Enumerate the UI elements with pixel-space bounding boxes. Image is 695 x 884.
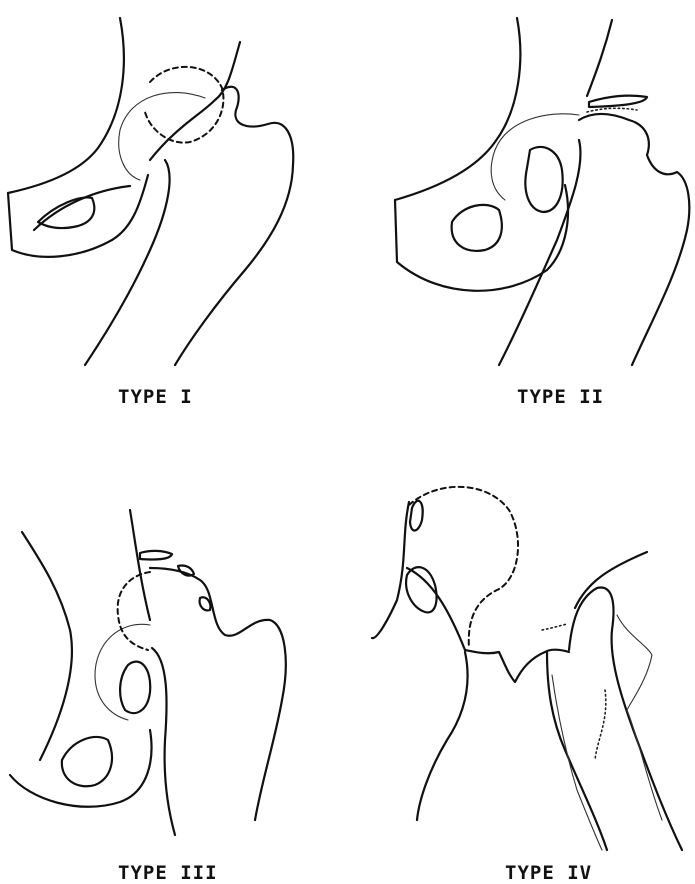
femoral-head-dashed (118, 572, 150, 650)
contralateral-femur-shadow (552, 675, 602, 850)
obturator-foramen (452, 205, 502, 251)
wall-fragment (589, 96, 647, 107)
panel-type-3: TYPE III (0, 440, 347, 883)
ilium-outline (372, 502, 409, 638)
femoral-shaft-medial (152, 648, 175, 835)
type-4-hip-drawing (347, 440, 695, 883)
femoral-neck-upper (150, 42, 240, 160)
femoral-neck-left (465, 650, 569, 682)
caption-type-4: TYPE IV (505, 862, 592, 884)
femoral-head-dashed (145, 67, 223, 143)
panel-type-2: TYPE II (347, 0, 695, 440)
femoral-shaft-left (417, 652, 468, 820)
fracture-line-dotted (542, 624, 567, 630)
shaft-dotted-line (595, 690, 606, 760)
wall-fragment-3 (200, 597, 211, 610)
ilium-outline (395, 18, 520, 200)
femoral-shaft-medial (85, 160, 170, 365)
pelvic-inner-line (34, 186, 130, 230)
femoral-shaft-medial (499, 140, 580, 365)
femoral-head-outline (579, 114, 689, 365)
type-2-hip-drawing (347, 0, 695, 440)
caption-type-1: TYPE I (118, 386, 193, 408)
femoral-shaft-lateral (587, 20, 612, 96)
fracture-line-dotted (587, 108, 637, 112)
panel-type-1: TYPE I (0, 0, 347, 440)
obturator-foramen (38, 197, 94, 228)
panel-type-4: TYPE IV (347, 440, 695, 883)
type-3-hip-drawing (0, 440, 347, 883)
acetabulum-rim (407, 568, 465, 650)
obturator-foramen (62, 737, 112, 786)
iliac-fragment (410, 501, 423, 531)
acetabular-fragment (525, 147, 562, 212)
caption-type-2: TYPE II (517, 386, 604, 408)
contralateral-head-curve (575, 552, 647, 608)
caption-type-3: TYPE III (118, 862, 218, 884)
ilium-outline (22, 532, 72, 760)
femoral-head-dashed (409, 487, 518, 648)
ilium-outline (8, 18, 124, 193)
femoral-shaft-lateral (130, 510, 150, 620)
greater-trochanter (175, 87, 293, 365)
femoral-shaft-right (547, 652, 607, 850)
type-1-hip-drawing (0, 0, 347, 440)
acetabular-fragment (120, 662, 150, 713)
femoral-head-outline (150, 568, 286, 820)
wall-fragment-1 (140, 551, 172, 560)
